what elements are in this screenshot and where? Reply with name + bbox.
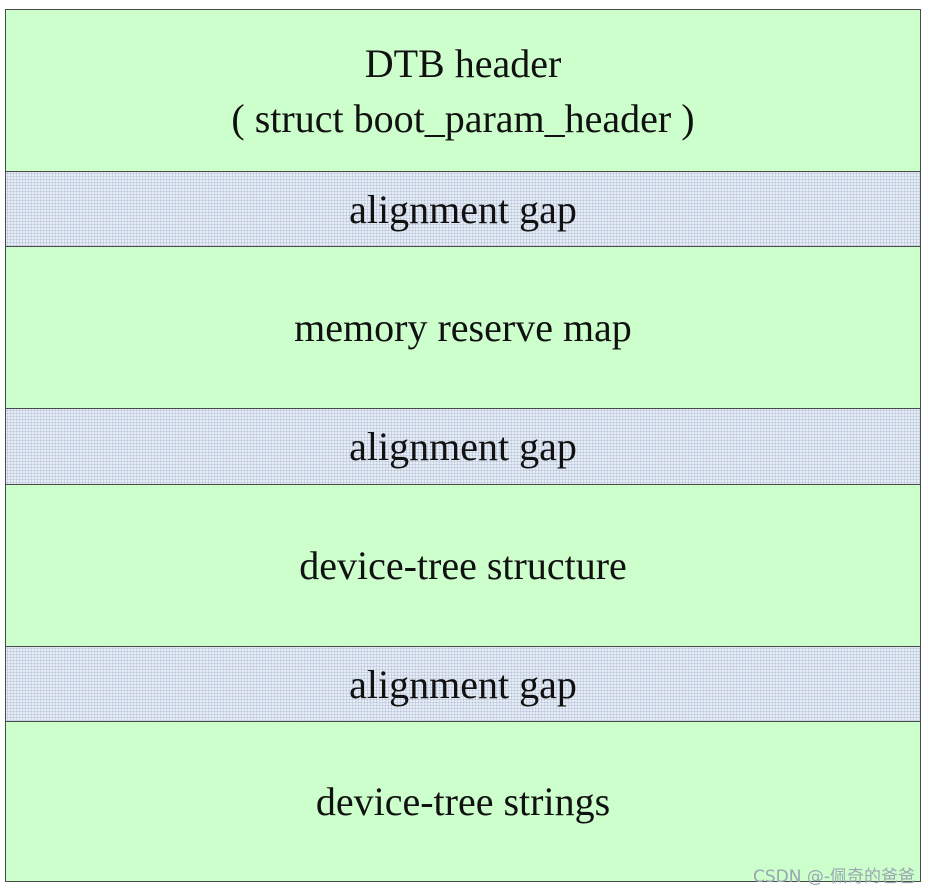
device-tree-structure-label: device-tree structure [299, 543, 627, 588]
memory-reserve-map-block: memory reserve map [6, 247, 920, 409]
alignment-gap-label: alignment gap [349, 661, 577, 707]
alignment-gap-1: alignment gap [6, 172, 920, 247]
device-tree-strings-block: device-tree strings [6, 722, 920, 881]
alignment-gap-label: alignment gap [349, 424, 577, 469]
alignment-gap-3: alignment gap [6, 647, 920, 722]
device-tree-strings-label: device-tree strings [315, 779, 611, 824]
alignment-gap-label: alignment gap [349, 186, 577, 232]
dtb-layout-diagram: DTB header ( struct boot_param_header ) … [5, 9, 921, 882]
dtb-header-block: DTB header ( struct boot_param_header ) [6, 10, 920, 172]
csdn-watermark: CSDN @-佩奇的爸爸 [752, 867, 915, 887]
dtb-header-struct: ( struct boot_param_header ) [231, 95, 695, 141]
device-tree-structure-block: device-tree structure [6, 485, 920, 647]
dtb-header-title: DTB header [364, 40, 562, 86]
alignment-gap-2: alignment gap [6, 409, 920, 485]
memory-reserve-map-label: memory reserve map [294, 305, 632, 350]
